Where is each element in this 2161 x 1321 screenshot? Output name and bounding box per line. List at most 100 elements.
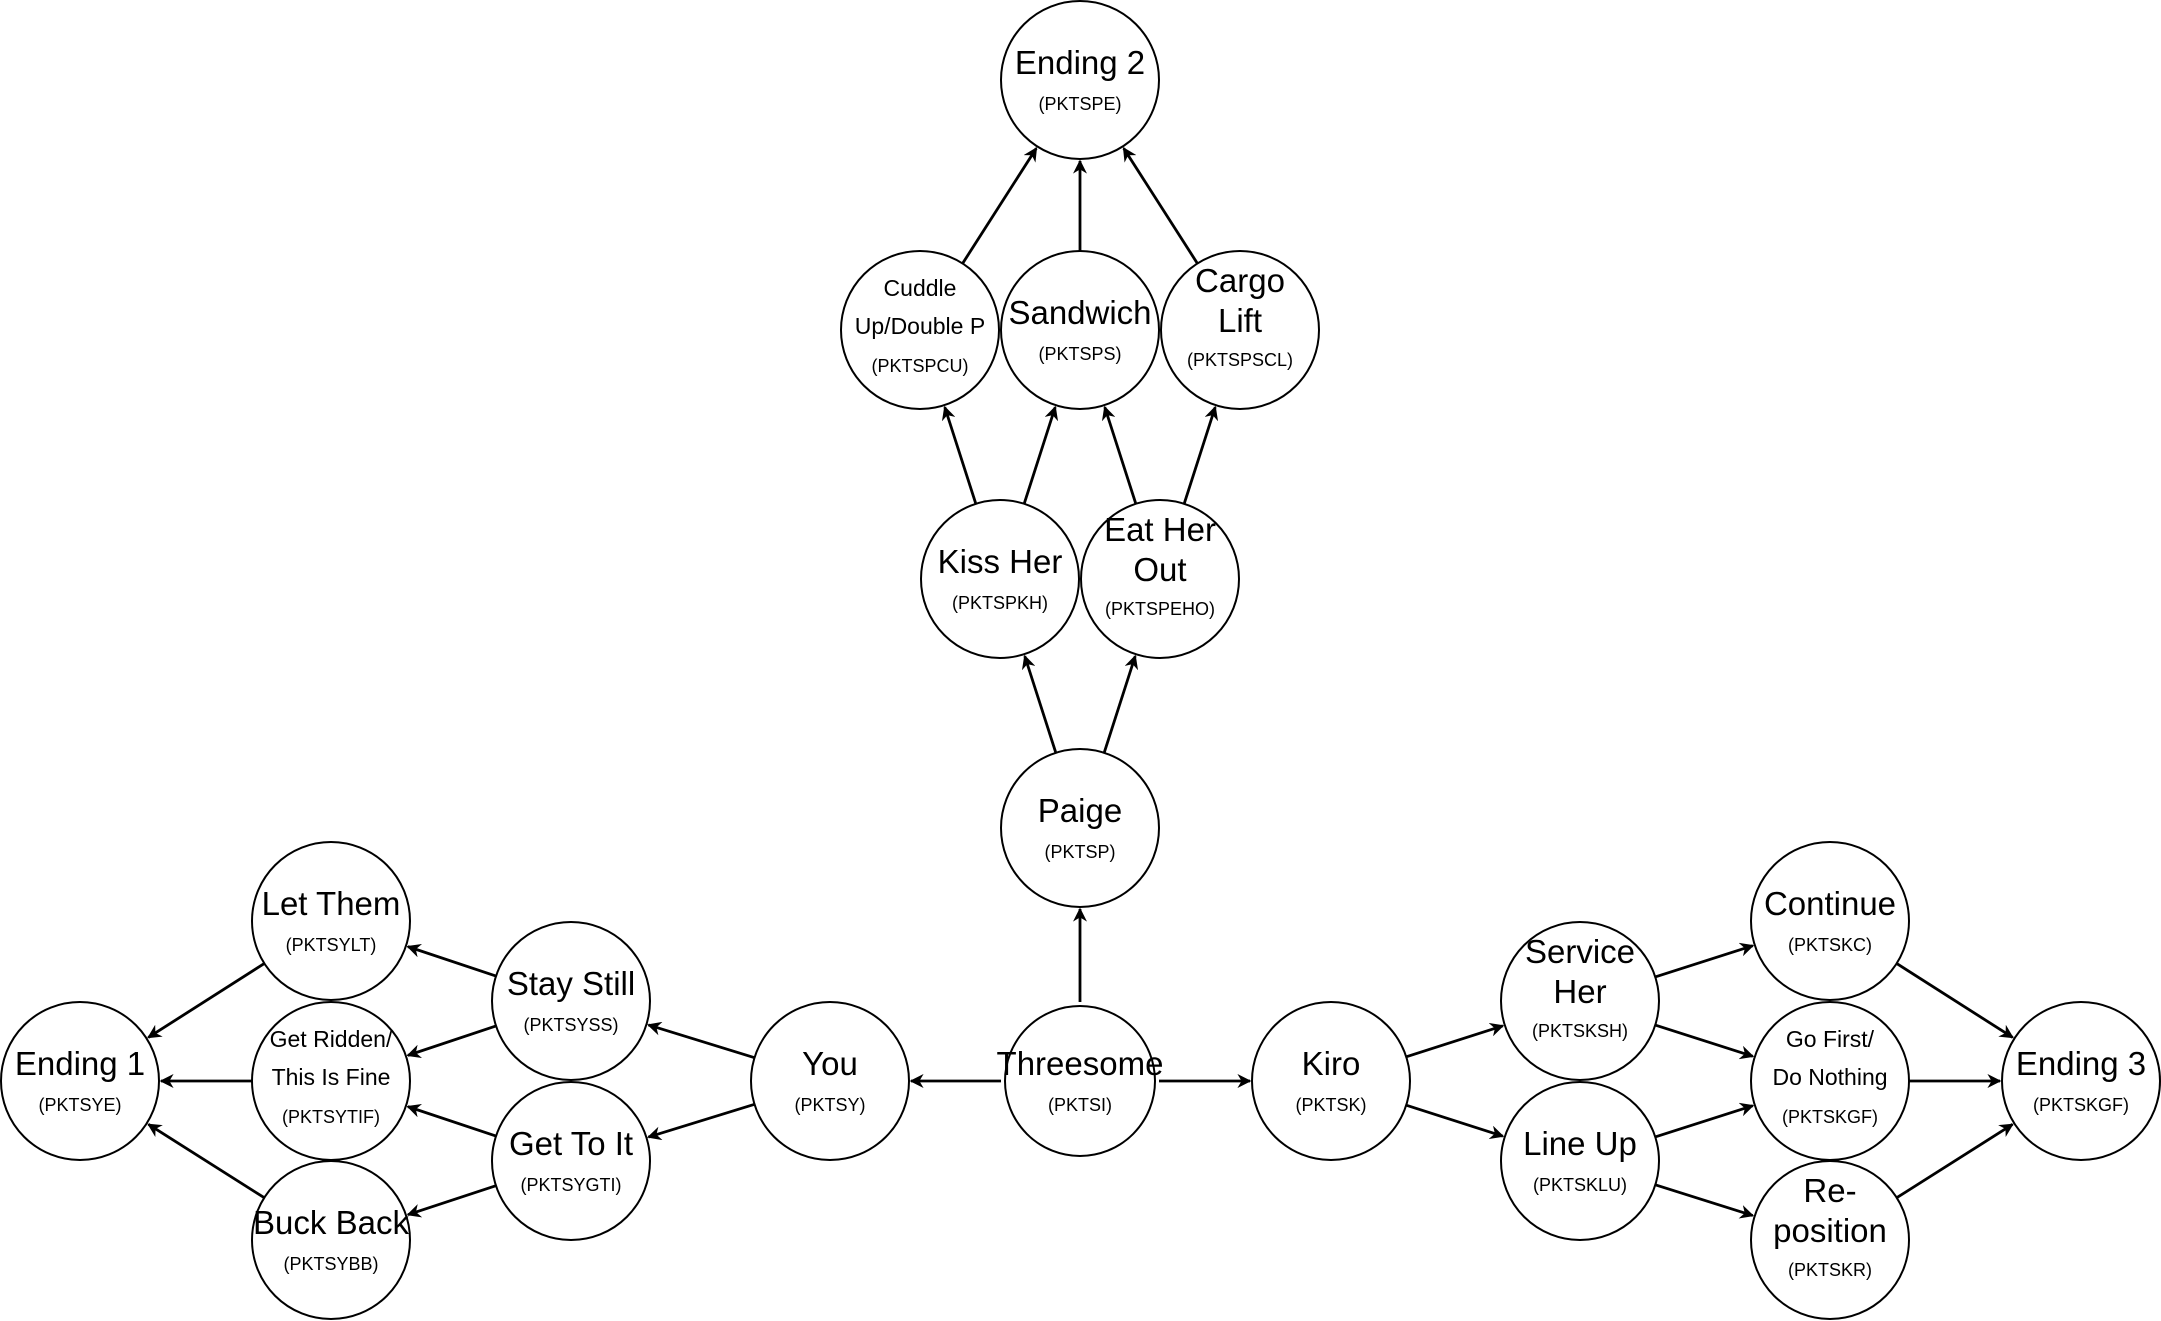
node-circle [0,1001,160,1161]
node-title: Paige [1038,792,1122,829]
node-title: Buck Back [253,1204,409,1241]
edges-layer [147,147,2014,1219]
node-circle [491,1081,651,1241]
node-code: (PKTSYE) [38,1095,121,1115]
node-ending-3: Ending 3 (PKTSKGF) [2001,1001,2161,1161]
node-code: (PKTSKSH) [1532,1021,1628,1041]
edge-reposition-to-ending-3 [1895,1123,2014,1199]
node-code: (PKTSYTIF) [282,1107,380,1127]
node-ending-1: Ending 1 (PKTSYE) [0,1001,160,1161]
node-title: Sandwich [1008,294,1151,331]
node-title: Out [1133,551,1186,588]
edge-you-to-stay-still [647,1021,755,1060]
node-title: Lift [1218,302,1262,339]
node-circle [1080,499,1240,659]
node-let-them: Let Them (PKTSYLT) [251,841,411,1001]
node-title: Service [1525,933,1635,970]
node-circle [491,921,651,1081]
node-code: (PKTSPCU) [871,356,968,376]
node-title: Do Nothing [1772,1064,1887,1090]
edge-get-to-it-to-buck-back [406,1184,497,1218]
node-continue: Continue (PKTSKC) [1750,841,1910,1001]
node-stay-still: Stay Still (PKTSYSS) [491,921,651,1081]
node-get-to-it: Get To It(PKTSYGTI) [491,1081,651,1241]
edge-kiss-her-to-sandwich [1022,405,1059,505]
edge-stay-still-to-let-them [406,943,497,978]
node-title: Ending 3 [2016,1045,2146,1082]
node-circle [1000,748,1160,908]
edge-let-them-to-ending-1 [147,962,266,1039]
node-title: Get To It [509,1125,633,1162]
node-title: Continue [1764,885,1896,922]
edge-line-up-to-go-first [1654,1102,1755,1139]
node-circle [251,841,411,1001]
node-title: Kiro [1302,1045,1361,1082]
node-buck-back: Buck Back (PKTSYBB) [251,1160,411,1320]
node-code: (PKTSYSS) [523,1015,618,1035]
node-title: Line Up [1523,1125,1637,1162]
edge-kiro-to-service-her [1405,1022,1505,1059]
node-title: Eat Her [1104,511,1216,548]
edge-eat-her-out-to-sandwich [1101,405,1138,505]
node-title: Go First/ [1786,1026,1875,1052]
node-code: (PKTSPE) [1038,94,1121,114]
edge-kiro-to-line-up [1405,1103,1505,1140]
edge-buck-back-to-ending-1 [147,1123,266,1199]
node-code: (PKTSPKH) [952,593,1048,613]
node-code: (PKTSYBB) [283,1254,378,1274]
node-code: (PKTSY) [794,1095,865,1115]
edge-cuddle-up-to-ending-2 [961,147,1038,265]
node-circle [1750,1160,1910,1320]
node-title: Up/Double P [855,313,985,339]
node-title: Kiss Her [938,543,1063,580]
node-circle [251,1160,411,1320]
node-code: (PKTSI) [1048,1095,1112,1115]
node-code: (PKTSKR) [1788,1260,1872,1280]
node-paige: Paige (PKTSP) [1000,748,1160,908]
node-title: Cuddle [884,275,957,301]
node-circle [1000,0,1160,160]
node-code: (PKTSKGF) [2033,1095,2129,1115]
node-circle [1750,841,1910,1001]
node-code: (PKTSPEHO) [1105,599,1215,619]
node-kiss-her: Kiss Her (PKTSPKH) [920,499,1080,659]
edge-paige-to-kiss-her [1021,654,1058,754]
edge-service-her-to-continue [1654,942,1755,979]
node-code: (PKTSYLT) [286,935,377,955]
node-circle [750,1001,910,1161]
node-get-ridden: Get Ridden/This Is Fine(PKTSYTIF) [251,1001,411,1161]
node-title: You [802,1045,858,1082]
node-code: (PKTSKLU) [1533,1175,1627,1195]
node-code: (PKTSP) [1044,842,1115,862]
node-code: (PKTSPSCL) [1187,350,1293,370]
edge-continue-to-ending-3 [1895,962,2014,1039]
node-code: (PKTSKGF) [1782,1107,1878,1127]
node-threesome: Threesome (PKTSI) [997,1005,1164,1157]
edge-cargo-lift-to-ending-2 [1122,147,1199,265]
node-code: (PKTSKC) [1788,935,1872,955]
edge-kiss-her-to-cuddle-up [941,405,978,505]
node-circle [920,499,1080,659]
edge-get-to-it-to-get-ridden [406,1103,497,1138]
node-go-first: Go First/Do Nothing (PKTSKGF) [1750,1001,1910,1161]
node-kiro: Kiro(PKTSK) [1251,1001,1411,1161]
edge-stay-still-to-get-ridden [406,1024,497,1059]
node-title: Her [1553,973,1606,1010]
node-circle [1000,250,1160,410]
node-ending-2: Ending 2(PKTSPE) [1000,0,1160,160]
node-code: (PKTSPS) [1038,344,1121,364]
node-title: Get Ridden/ [270,1026,393,1052]
node-title: Let Them [262,885,401,922]
node-title: Stay Still [507,965,635,1002]
edge-line-up-to-reposition [1654,1183,1755,1219]
node-title: Ending 1 [15,1045,145,1082]
node-title: Threesome [997,1045,1164,1082]
node-circle [1500,1081,1660,1241]
node-title: position [1773,1212,1887,1249]
node-circle [1160,250,1320,410]
